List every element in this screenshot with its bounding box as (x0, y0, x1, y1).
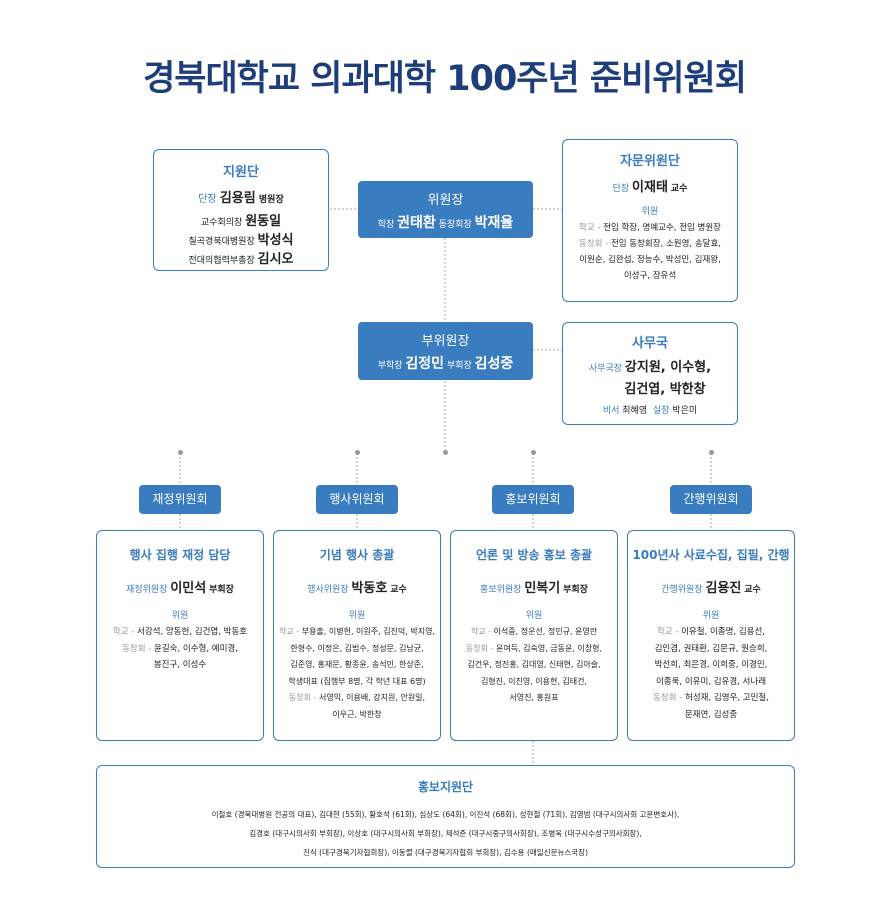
support-group-box: 지원단 단장 김용림 병원장 교수회의장 원동일 칠곡경북대병원장 박성식 전대… (153, 149, 329, 271)
committee-duty: 행사 집행 재정 담당 (129, 548, 231, 562)
committee-label-event: 행사위원회 (316, 485, 398, 514)
chair-names: 학장 권태환 동창회장 박재율 (377, 215, 514, 231)
committee-chair: 간행위원장 김용진 교수 (661, 581, 761, 596)
committee-members: 학교 - 이유철, 이종명, 김용선, 김인겸, 권태환, 김문규, 원승희, … (653, 627, 769, 720)
committee-members-label: 위원 (702, 611, 720, 621)
committee-duty: 기념 행사 총괄 (319, 548, 395, 562)
advisory-leader: 단장 이재태 교수 (612, 180, 688, 195)
committee-label-publication: 간행위원회 (670, 485, 752, 514)
committee-chair: 행사위원장 박동호 교수 (307, 581, 407, 596)
pr-support-box: 홍보지원단 이철호 (경북대병원 전공의 대표), 김대현 (55회), 황호석… (96, 765, 795, 868)
page-title: 경북대학교 의과대학 100주년 준비위원회 (143, 59, 747, 99)
support-group-heading: 지원단 (223, 165, 259, 180)
advisory-members-label: 위원 (641, 207, 659, 217)
committee-members: 학교 - 이석중, 정운선, 정민규, 윤영란 동창회 - 윤여득, 김숙영, … (465, 627, 603, 702)
support-group-members: 교수회의장 원동일 칠곡경북대병원장 박성식 전대의협력부총장 김시오 (188, 214, 294, 267)
committee-box-event: 기념 행사 총괄 행사위원장 박동호 교수 위원 학교 - 부용출, 이병헌, … (273, 530, 441, 741)
connector-dot (355, 450, 360, 455)
chair-box: 위원장 학장 권태환 동창회장 박재율 (358, 181, 533, 238)
committee-box-pr: 언론 및 방송 홍보 총괄 홍보위원장 민복기 부회장 위원 학교 - 이석중,… (450, 530, 618, 741)
committee-duty: 언론 및 방송 홍보 총괄 (475, 548, 593, 562)
committee-members-label: 위원 (171, 611, 189, 621)
connector-dot (178, 450, 183, 455)
chair-heading: 위원장 (427, 193, 464, 208)
secretariat-chief: 사무국장 강지원, 이수형, (588, 360, 712, 375)
committee-chair: 재정위원장 이민석 부회장 (126, 581, 234, 596)
secretariat-staff: 비서 최혜영 실장 박은미 (602, 406, 698, 416)
committee-box-finance: 행사 집행 재정 담당 재정위원장 이민석 부회장 위원 학교 - 서강석, 양… (96, 530, 264, 741)
committee-duty: 100년사 사료수집, 집필, 간행 (632, 548, 790, 562)
support-group-leader: 단장 김용림 병원장 (198, 191, 284, 206)
committee-box-publication: 100년사 사료수집, 집필, 간행 간행위원장 김용진 교수 위원 학교 - … (627, 530, 795, 741)
committee-members: 학교 - 서강석, 양동헌, 김건엽, 박동호 동창회 - 윤길숙, 이수형, … (112, 627, 248, 670)
advisory-heading: 자문위원단 (620, 154, 680, 169)
committee-members: 학교 - 부용출, 이병헌, 이원주, 김진덕, 박지영, 한형수, 이정은, … (279, 627, 435, 719)
committee-label-pr: 홍보위원회 (492, 485, 574, 514)
vice-chair-box: 부위원장 부학장 김정민 부회장 김성중 (358, 322, 533, 380)
pr-support-heading: 홍보지원단 (417, 780, 474, 794)
connector-dot (709, 450, 714, 455)
committee-label-finance: 재정위원회 (139, 485, 221, 514)
secretariat-heading: 사무국 (632, 336, 668, 351)
advisory-members: 학교 - 전임 학장, 명예교수, 전임 병원장 동창회 - 전임 동창회장, … (579, 223, 721, 281)
committee-chair: 홍보위원장 민복기 부회장 (480, 581, 588, 596)
secretariat-chief-line2: 김건엽, 박한창 (624, 382, 706, 397)
pr-support-members: 이철호 (경북대병원 전공의 대표), 김대현 (55회), 황호석 (61회)… (211, 810, 680, 857)
vice-chair-names: 부학장 김정민 부회장 김성중 (377, 356, 514, 372)
advisory-box: 자문위원단 단장 이재태 교수 위원 학교 - 전임 학장, 명예교수, 전임 … (562, 139, 738, 302)
connector-dot (443, 450, 448, 455)
vice-chair-heading: 부위원장 (421, 334, 470, 349)
connector-dot (531, 450, 536, 455)
secretariat-box: 사무국 사무국장 강지원, 이수형, 김건엽, 박한창 비서 최혜영 실장 박은… (562, 322, 738, 425)
committee-members-label: 위원 (348, 611, 366, 621)
committee-members-label: 위원 (525, 611, 543, 621)
